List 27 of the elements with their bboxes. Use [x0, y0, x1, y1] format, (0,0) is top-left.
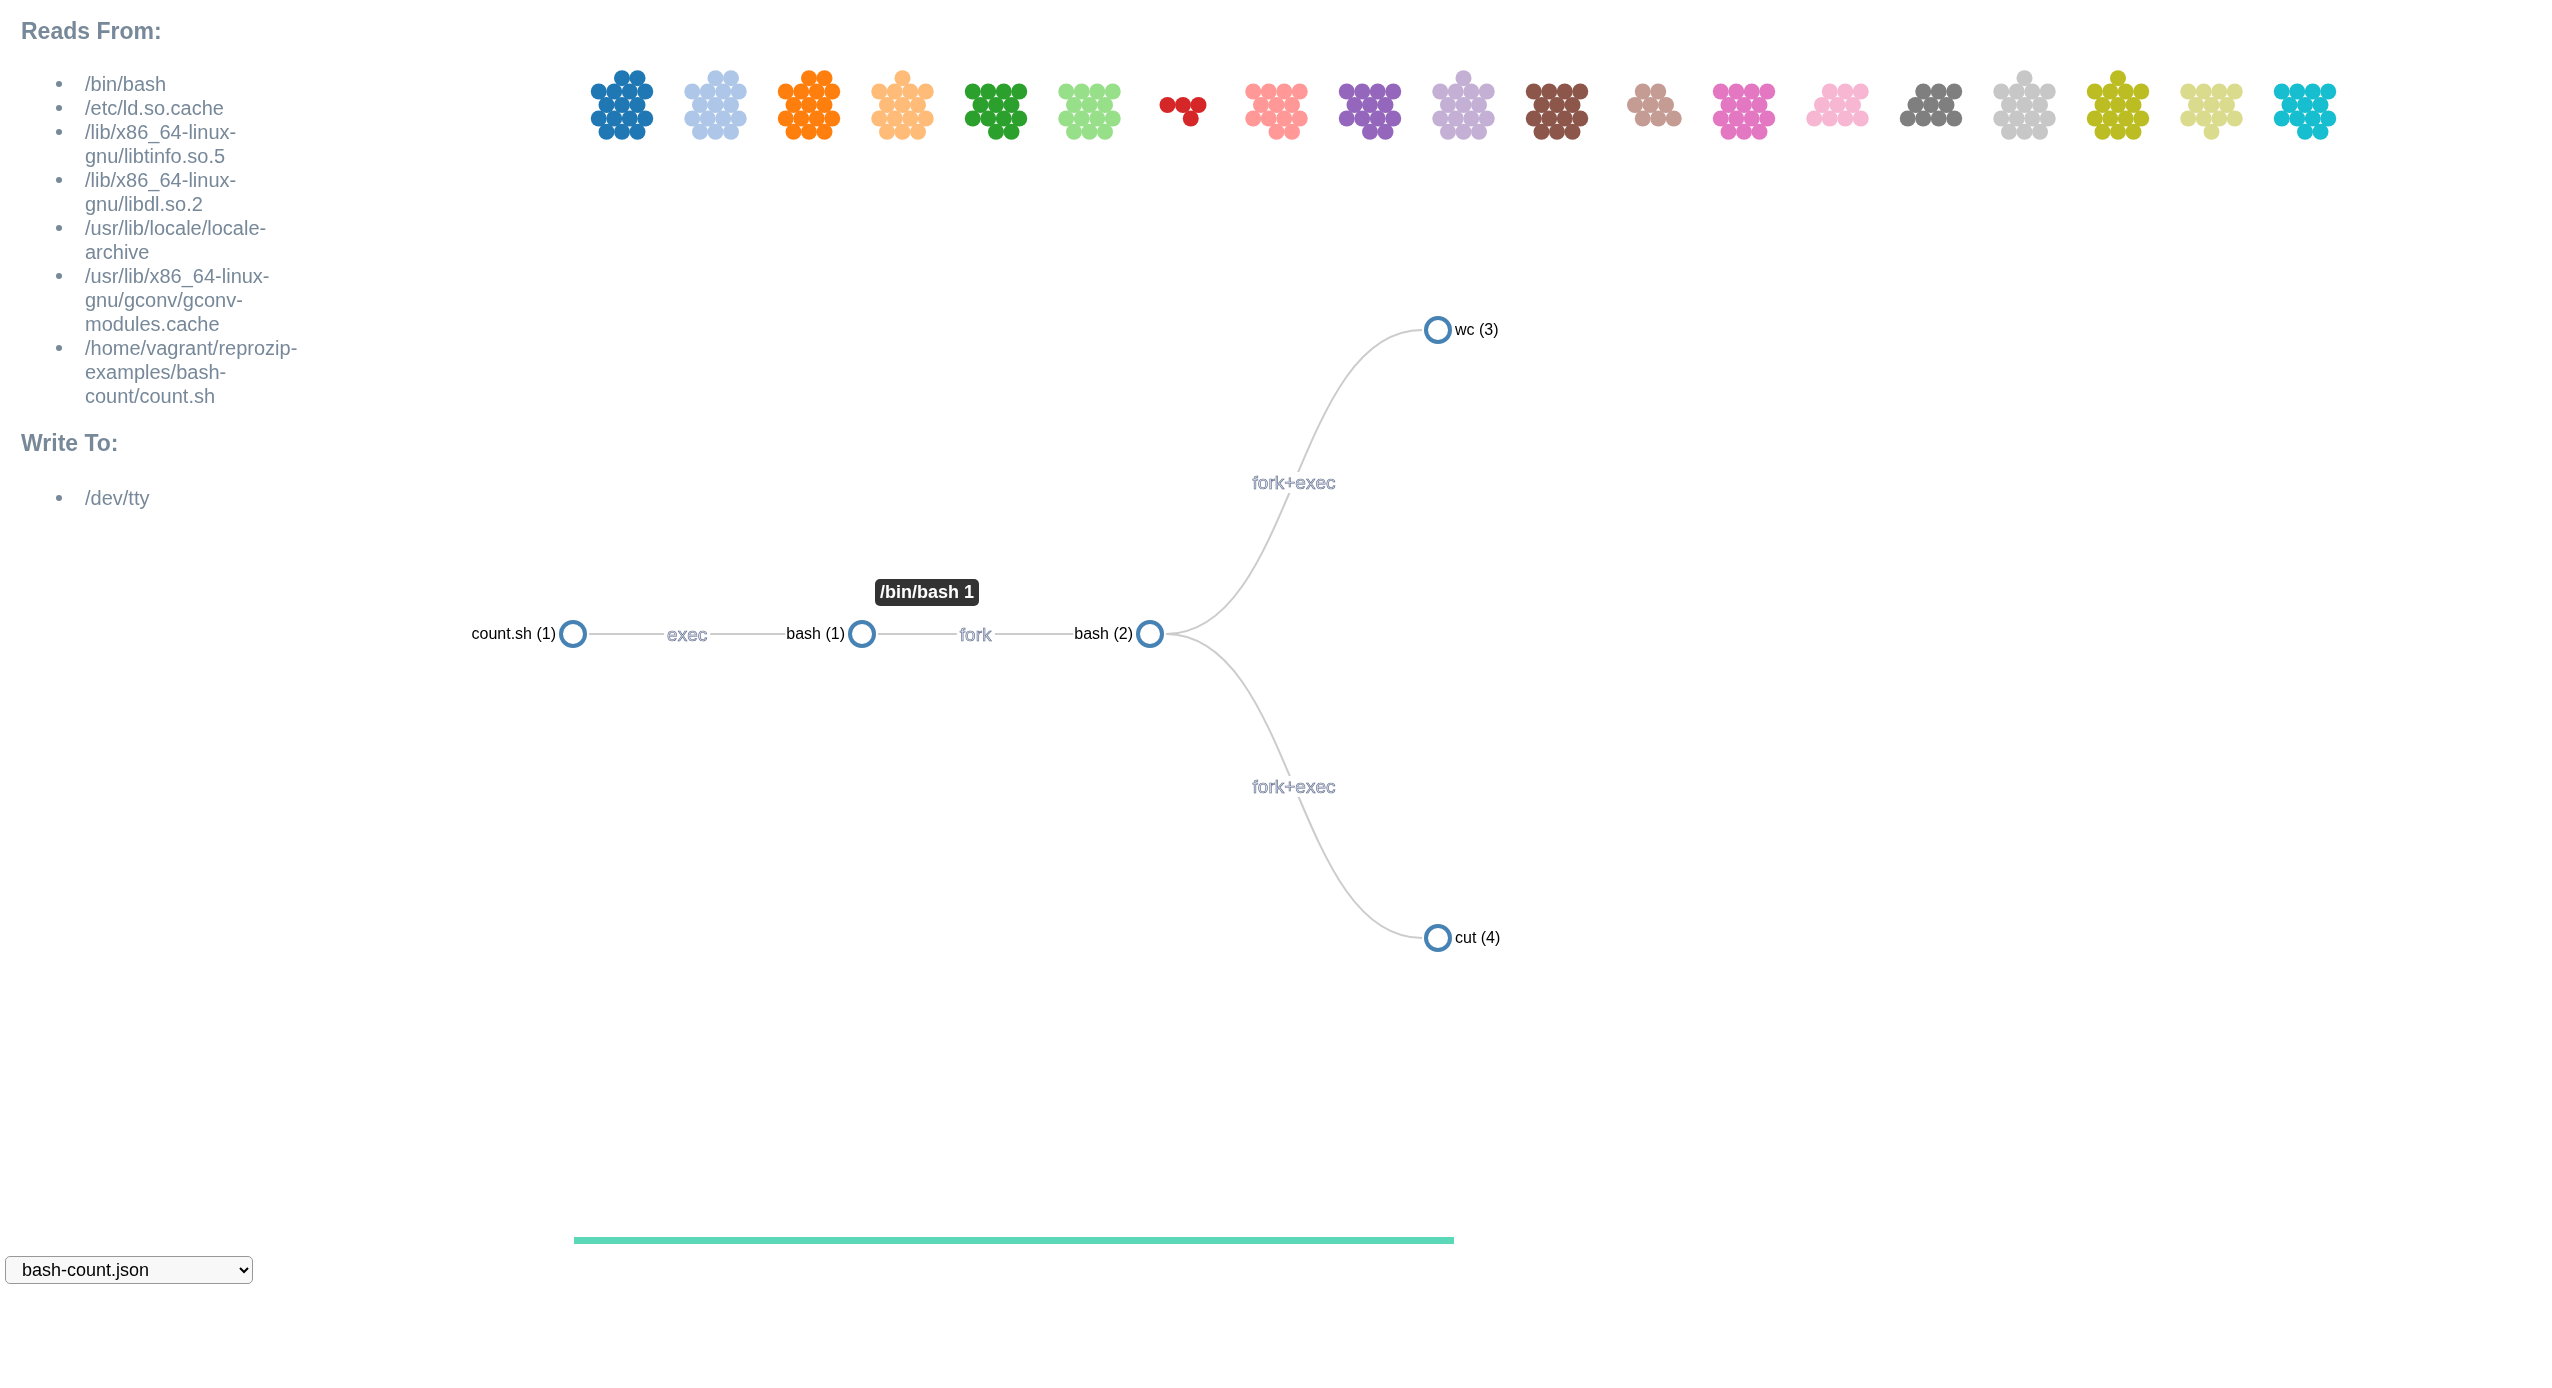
node-label: wc (3) — [1455, 321, 1499, 339]
section-heading: Reads From: — [21, 18, 162, 45]
file-path: /etc/ld.so.cache — [85, 96, 225, 120]
edge-label: fork — [959, 624, 992, 645]
edge-label: exec — [667, 624, 708, 645]
process-node — [471, 619, 588, 649]
node-label: cut (4) — [1455, 929, 1501, 947]
node-label: bash (2) — [1074, 625, 1133, 643]
edge-label: fork+exec — [1252, 776, 1336, 797]
file-path: /dev/tty — [85, 486, 151, 510]
file-dropdown: bash-count.json — [5, 1256, 253, 1284]
file-path: /lib/x86_64-linux-gnu/libtinfo.so.5 — [85, 120, 238, 168]
section-heading: Write To: — [21, 430, 119, 457]
file-path: /usr/lib/locale/locale-archive — [85, 216, 268, 264]
file-path: /lib/x86_64-linux-gnu/libdl.so.2 — [85, 168, 238, 216]
node-label: bash (1) — [786, 625, 845, 643]
node-label: count.sh (1) — [471, 625, 556, 643]
file-path: /usr/lib/x86_64-linux-gnu/gconv/gconv-modules.cache — [85, 264, 271, 336]
tooltip: /bin/bash 1 — [875, 579, 980, 606]
process-node — [1423, 923, 1501, 953]
file-path: /home/vagrant/reprozip-examples/bash-count/count.sh — [85, 336, 299, 408]
process-node — [1423, 315, 1499, 345]
file-path: /bin/bash — [85, 72, 168, 96]
process-node — [1074, 619, 1165, 649]
edge-label: fork+exec — [1252, 472, 1336, 493]
process-node — [786, 619, 877, 649]
connector-line — [1165, 633, 1423, 939]
